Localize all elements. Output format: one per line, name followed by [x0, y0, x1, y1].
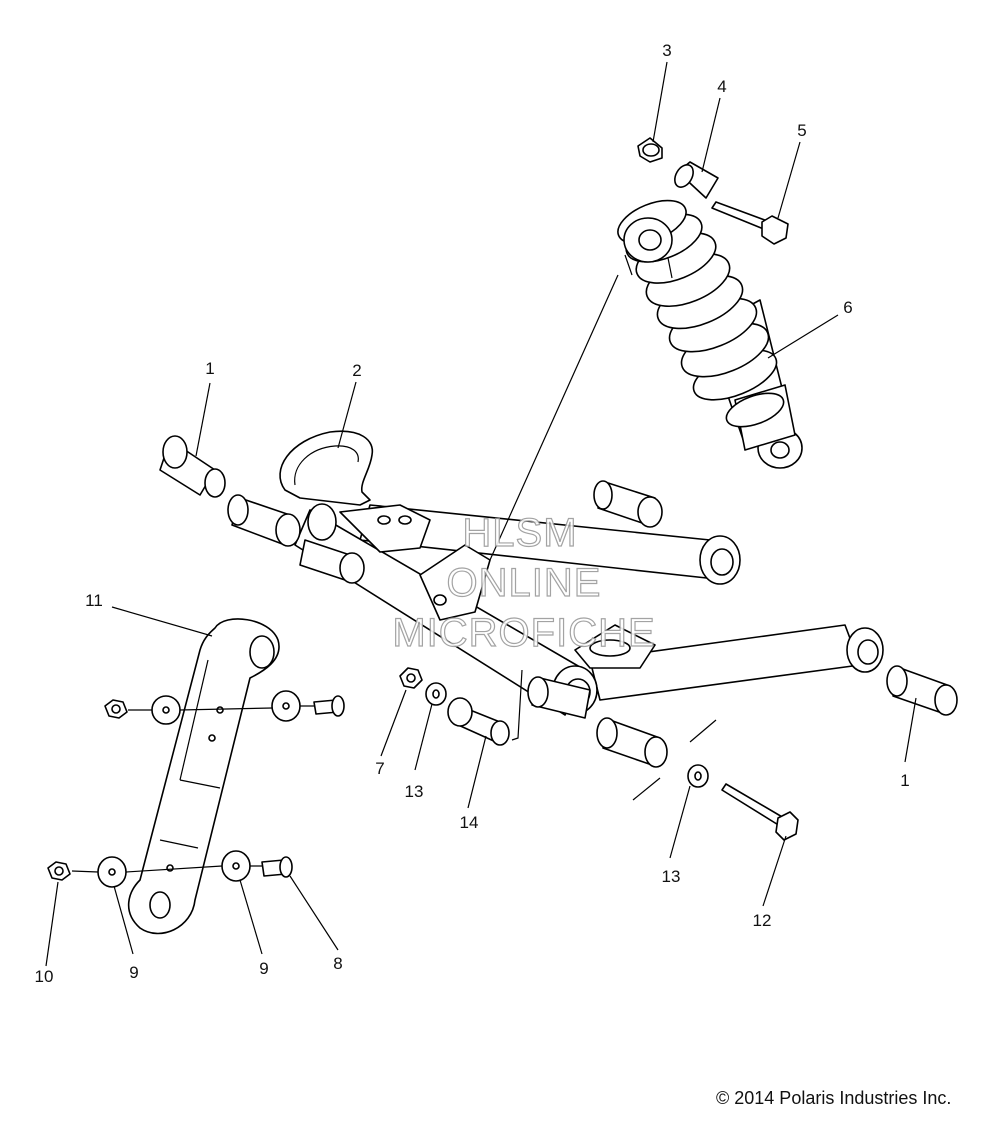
watermark: HLSM ONLINE MICROFICHE — [392, 510, 656, 655]
callout-1a: 1 — [205, 359, 214, 378]
callout-10: 10 — [35, 967, 54, 986]
callout-3: 3 — [662, 41, 671, 60]
callout-5: 5 — [797, 121, 806, 140]
copyright-notice: © 2014 Polaris Industries Inc. — [716, 1088, 952, 1108]
center-hardware — [399, 667, 523, 746]
right-hardware — [632, 719, 799, 841]
callout-14: 14 — [460, 813, 479, 832]
svg-text:MICROFICHE: MICROFICHE — [392, 611, 655, 655]
callout-13a: 13 — [405, 782, 424, 801]
a-arm-assembly — [279, 430, 884, 716]
part-3-bushing — [637, 137, 663, 163]
part-1-bushings — [159, 435, 958, 768]
svg-text:HLSM: HLSM — [462, 511, 577, 555]
svg-text:ONLINE: ONLINE — [447, 561, 602, 605]
callout-7: 7 — [375, 759, 384, 778]
part-4-spacer — [674, 161, 719, 199]
shock-absorber — [617, 199, 803, 469]
part-11-link-arm — [127, 618, 280, 935]
callout-6: 6 — [843, 298, 852, 317]
callout-labels: 3 4 5 6 1 2 11 7 13 14 1 13 12 8 9 9 10 — [35, 41, 910, 986]
link-hardware — [47, 690, 345, 888]
callout-8: 8 — [333, 954, 342, 973]
callout-4: 4 — [717, 77, 726, 96]
leader-lines — [45, 61, 917, 967]
callout-12: 12 — [753, 911, 772, 930]
callout-1b: 1 — [900, 771, 909, 790]
callout-11: 11 — [85, 591, 103, 610]
callout-2: 2 — [352, 361, 361, 380]
callout-13b: 13 — [662, 867, 681, 886]
callout-9b: 9 — [259, 959, 268, 978]
shock-mount-leader — [489, 274, 619, 561]
callout-9a: 9 — [129, 963, 138, 982]
part-5-bolt — [711, 201, 789, 245]
